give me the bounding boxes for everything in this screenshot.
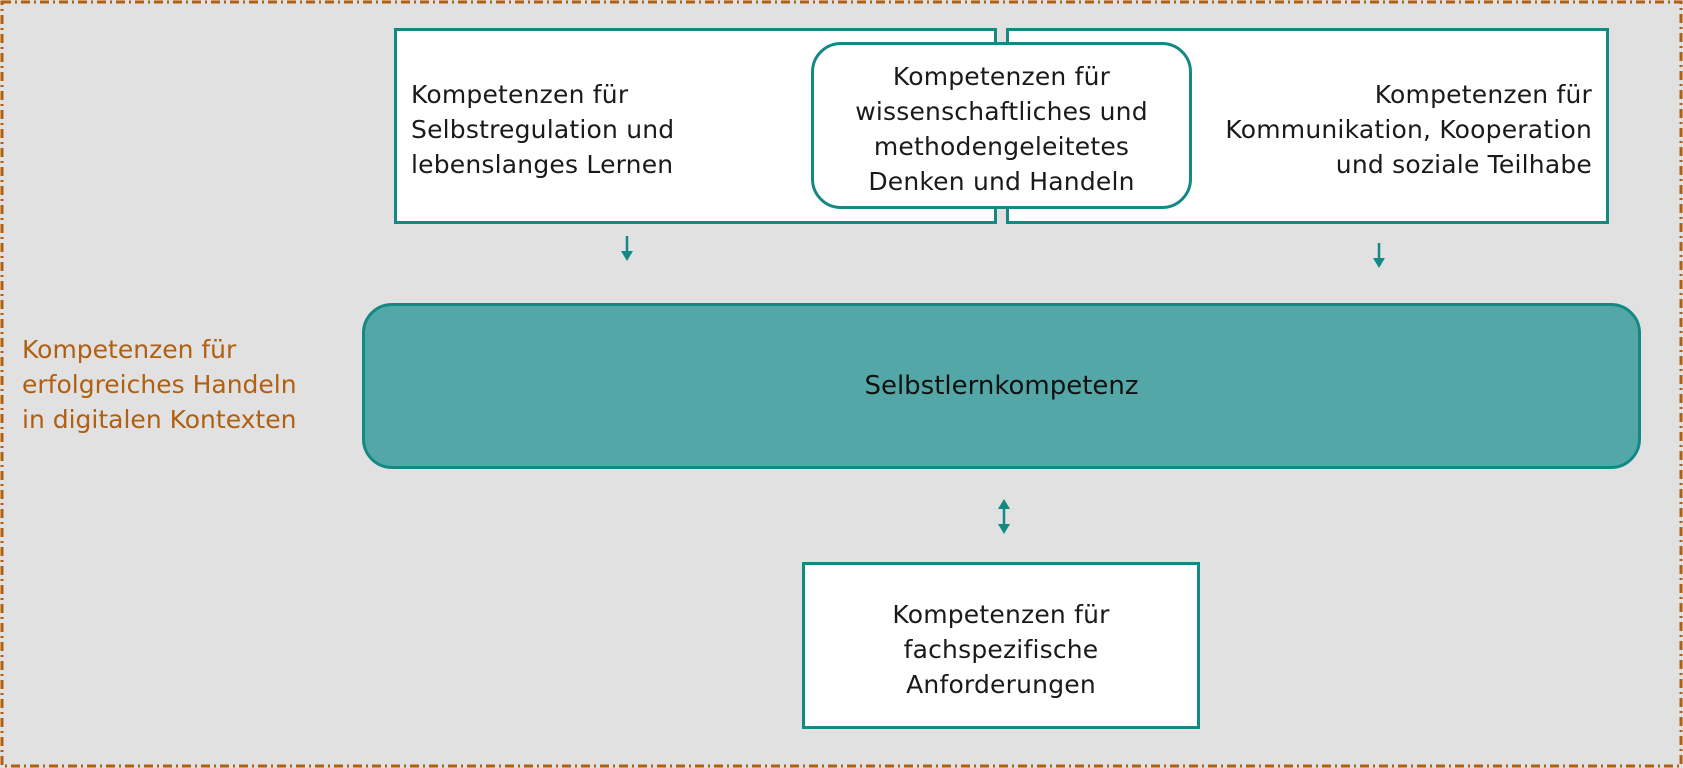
self-learning-competence-box: Selbstlernkompetenz — [362, 303, 1641, 469]
frame-label: Kompetenzen für erfolgreiches Handeln in… — [22, 335, 297, 434]
arrow-bidirectional — [998, 499, 1010, 534]
scientific-thinking-box: Kompetenzen für wissenschaftliches und m… — [811, 42, 1192, 209]
self-learning-competence-label: Selbstlernkompetenz — [864, 371, 1139, 401]
subject-specific-box: Kompetenzen für fachspezifische Anforder… — [802, 562, 1200, 729]
arrow-down-right — [1373, 243, 1385, 268]
arrow-down-left — [621, 236, 633, 261]
